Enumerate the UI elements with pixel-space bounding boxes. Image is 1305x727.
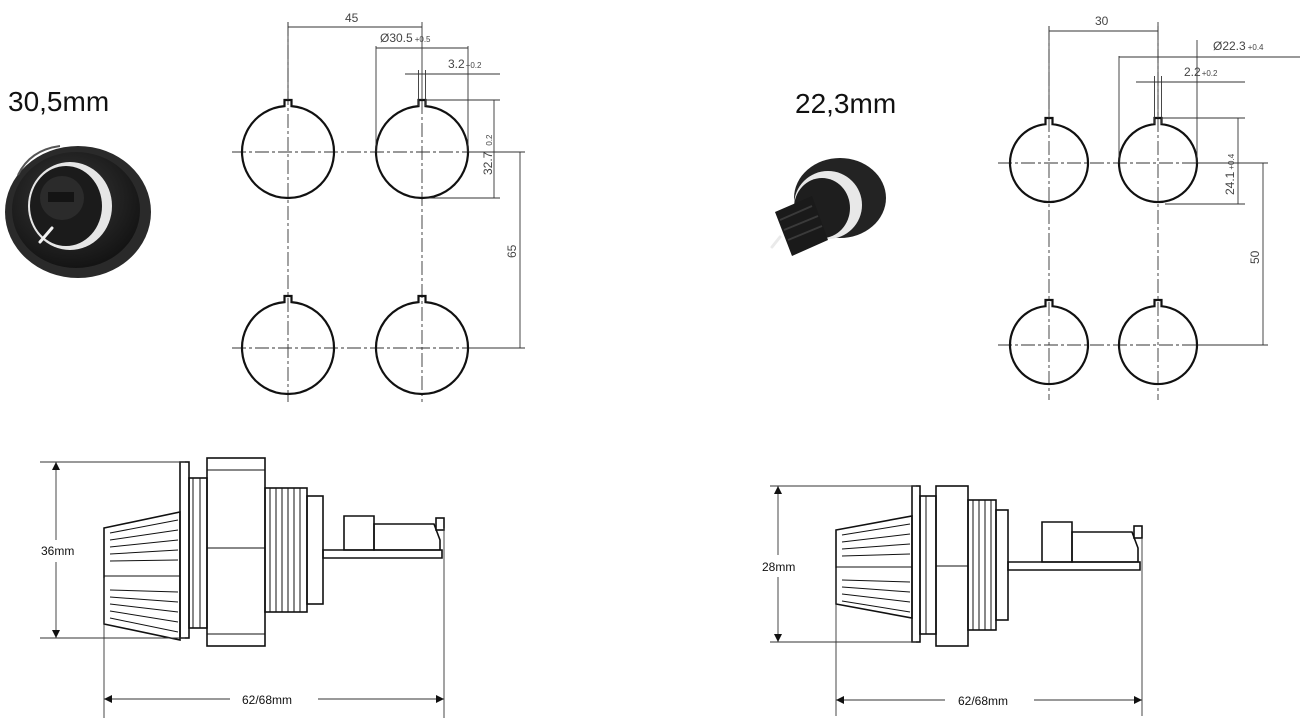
knob-30-photo-icon: [5, 145, 151, 278]
left-horizontal-pitch: 45: [345, 11, 359, 25]
left-side-view: 36mm 62/68mm: [40, 457, 445, 718]
hole-top-right: [1117, 116, 1199, 204]
hole-top-left: [1008, 116, 1090, 204]
hole-top-right: [374, 98, 470, 200]
left-side-height: 36mm: [41, 544, 74, 558]
left-hole-diameter: Ø30.5+0.5: [380, 31, 431, 45]
left-key-depth: 32.70.2: [481, 134, 495, 175]
left-size-label: 30,5mm: [8, 86, 109, 117]
left-vertical-pitch: 65: [505, 244, 519, 258]
hole-top-left: [240, 98, 336, 200]
right-horizontal-pitch: 30: [1095, 14, 1109, 28]
hole-bottom-right: [374, 294, 470, 396]
right-section: 22,3mm 30: [762, 14, 1300, 716]
left-section: 30,5mm 45: [5, 11, 525, 718]
left-side-length: 62/68mm: [242, 693, 292, 707]
right-vertical-pitch: 50: [1248, 250, 1262, 264]
hole-bottom-left: [1008, 298, 1090, 386]
right-size-label: 22,3mm: [795, 88, 896, 119]
right-side-height: 28mm: [762, 560, 795, 574]
left-key-width: 3.2+0.2: [448, 57, 482, 71]
hole-bottom-left: [240, 294, 336, 396]
knob-22-photo-icon: [770, 158, 886, 256]
left-hole-pattern: 45 Ø30.5+0.5 3.2+0.2 32.70.2: [232, 11, 525, 402]
right-key-depth: 24.1+0.4: [1223, 153, 1237, 195]
right-hole-diameter: Ø22.3+0.4: [1213, 39, 1264, 53]
right-key-width: 2.2+0.2: [1184, 65, 1218, 79]
right-side-view: 28mm 62/68mm: [762, 485, 1143, 716]
right-hole-pattern: 30 Ø22.3+0.4 2.2+0.2 24.1+0.4: [998, 14, 1300, 400]
hole-bottom-right: [1117, 298, 1199, 386]
right-side-length: 62/68mm: [958, 694, 1008, 708]
